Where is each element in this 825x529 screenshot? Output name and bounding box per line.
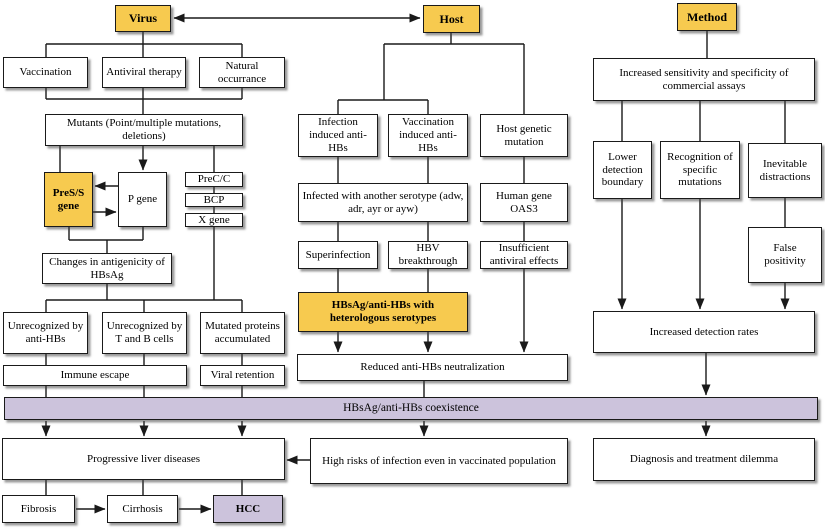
node-hcc: HCC xyxy=(213,495,283,523)
plain-wires xyxy=(45,31,786,495)
node-insufficient-antiviral: Insufficient antiviral effects xyxy=(480,241,568,269)
node-vaccination: Vaccination xyxy=(3,57,88,88)
node-reduced-neutralization: Reduced anti-HBs neutralization xyxy=(297,354,568,381)
node-inevitable-distractions: Inevitable distractions xyxy=(748,143,822,198)
node-cirrhosis: Cirrhosis xyxy=(107,495,178,523)
node-infected-serotype: Infected with another serotype (adw, adr… xyxy=(298,183,468,222)
node-increased-sensitivity: Increased sensitivity and specificity of… xyxy=(593,58,815,101)
node-superinfection: Superinfection xyxy=(298,241,378,269)
node-vaccination-induced: Vaccination induced anti-HBs xyxy=(388,114,468,157)
node-viral-retention: Viral retention xyxy=(200,365,285,386)
node-pres-s-gene: PreS/S gene xyxy=(44,172,93,227)
node-hbv-breakthrough: HBV breakthrough xyxy=(388,241,468,269)
node-progressive-liver-diseases: Progressive liver diseases xyxy=(2,438,285,480)
node-false-positivity: False positivity xyxy=(748,227,822,283)
node-bcp: BCP xyxy=(185,193,243,207)
node-lower-detection: Lower detection boundary xyxy=(593,141,652,199)
node-virus: Virus xyxy=(115,5,171,32)
node-diagnosis-dilemma: Diagnosis and treatment dilemma xyxy=(593,438,815,481)
node-increased-detection: Increased detection rates xyxy=(593,311,815,353)
node-human-gene-oas3: Human gene OAS3 xyxy=(480,183,568,222)
node-antiviral-therapy: Antiviral therapy xyxy=(102,57,186,88)
coexistence-bar: HBsAg/anti-HBs coexistence xyxy=(4,397,818,420)
node-unrecognized-t-b-cells: Unrecognized by T and B cells xyxy=(102,312,187,354)
node-method: Method xyxy=(677,3,737,31)
node-immune-escape: Immune escape xyxy=(3,365,187,386)
node-high-risks: High risks of infection even in vaccinat… xyxy=(310,438,568,484)
node-host: Host xyxy=(423,5,480,33)
node-x-gene: X gene xyxy=(185,213,243,227)
node-fibrosis: Fibrosis xyxy=(2,495,75,523)
node-mutants: Mutants (Point/multiple mutations, delet… xyxy=(45,114,243,146)
node-mutated-proteins: Mutated proteins accumulated xyxy=(200,312,285,354)
node-heterologous-serotypes: HBsAg/anti-HBs with heterologous serotyp… xyxy=(298,292,468,332)
node-changes-antigenicity: Changes in antigenicity of HBsAg xyxy=(42,253,172,284)
node-natural-occurrance: Natural occurrance xyxy=(199,57,285,88)
node-recognition-mutations: Recognition of specific mutations xyxy=(660,141,740,199)
node-host-genetic-mutation: Host genetic mutation xyxy=(480,114,568,157)
node-prec-c: PreC/C xyxy=(185,172,243,187)
node-unrecognized-anti-hbs: Unrecognized by anti-HBs xyxy=(3,312,88,354)
node-p-gene: P gene xyxy=(118,172,167,227)
node-infection-induced: Infection induced anti-HBs xyxy=(298,114,378,157)
